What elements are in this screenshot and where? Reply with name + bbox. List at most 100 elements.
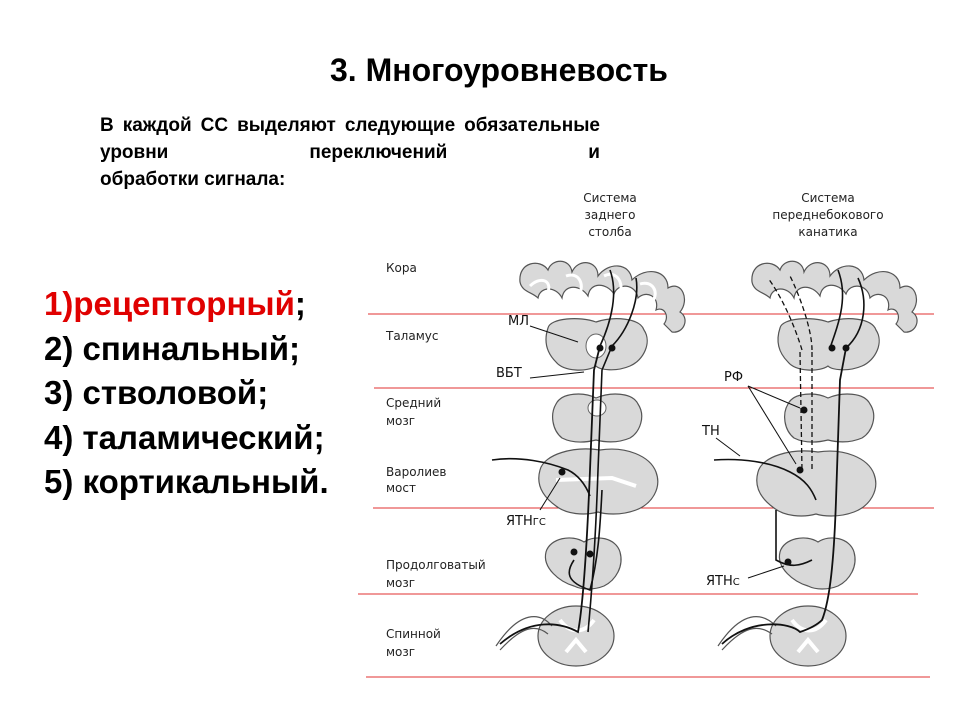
pathway-left-trigeminal [491,457,591,497]
level-item-4: 4) таламический; [44,416,329,461]
cortex-right-section [751,260,918,333]
pointer-ml [529,325,579,343]
pointer-tn [715,437,741,457]
label-midbrain: Средний мозг [386,395,441,429]
pathway-left-to-cortex [611,277,638,347]
pointer-rf-1 [747,385,801,409]
spinal-right-grey-matter [790,618,828,654]
tag-yatn-gs: ЯТНГС [506,514,546,529]
medulla-right-section [778,537,856,590]
system-right-line-2: переднебокового [772,208,884,222]
cortex-left-section [519,260,686,333]
level-item-5: 5) кортикальный. [44,460,329,505]
thalamus-left-core [585,333,607,359]
tag-ml: МЛ [508,314,529,329]
label-thalamus: Таламус [386,329,439,343]
spinal-right-ganglion [717,616,777,651]
levels-list: 1)рецепторный; 2) спинальный; 3) стволов… [44,282,329,505]
pointer-rf-2 [747,385,797,465]
level-1-number: 1) [44,285,74,322]
level-4-number: 4) [44,418,74,456]
label-pons: Варолиев мост [386,464,446,496]
tag-yatn-s: ЯТНС [706,574,740,589]
system-title-right: Система переднебокового канатика [758,190,898,241]
label-medulla-2: мозг [386,576,416,590]
midbrain-left-section [552,393,643,443]
tag-yatn-gs-main: ЯТН [506,514,533,529]
intro-line-2: обязательные уровни переключений и [100,115,600,163]
label-cortex: Кора [386,261,417,275]
level-3-number: 3) [44,374,74,411]
intro-line-3: обработки сигнала: [100,169,286,190]
level-item-2: 2) спинальный; [44,327,329,372]
label-pons-1: Варолиев [386,465,447,479]
neuron-left-medulla-2 [586,550,594,558]
pathway-right-dashed [767,275,813,351]
cortex-left-highlight [528,273,657,303]
neuron-left-thalamus-2 [608,344,616,352]
pathway-left-second [587,345,613,633]
system-right-line-1: Система [801,191,855,205]
pathway-left-medulla [568,489,603,592]
pointer-yatn-s [747,565,785,579]
intro-text: В каждой СС выделяют следующие обязатель… [100,112,600,193]
level-1-suffix: ; [294,285,306,322]
tag-vbt: ВБТ [496,366,522,381]
pathway-right-main [721,347,847,645]
system-left-line-1: Система [583,191,637,205]
pons-left-fibers [555,475,637,488]
midbrain-right-section [784,393,875,443]
pointer-yatn-gs [539,477,561,511]
neuron-left-pons [558,468,566,476]
neuron-left-thalamus-1 [596,344,604,352]
level-item-1: 1)рецепторный; [44,282,329,327]
label-medulla-1: Продолговатый [386,558,486,572]
neuron-right-pons [796,466,804,474]
level-item-3: 3) стволовой; [44,371,329,416]
level-2-text: спинальный; [82,329,301,367]
level-1-text: рецепторный [73,285,295,322]
system-title-left: Система заднего столба [560,190,660,241]
spinal-left-ganglion [495,616,553,651]
neuron-right-thalamus-2 [842,344,850,352]
system-left-line-2: заднего [584,208,636,222]
pathway-right-medulla [775,510,813,567]
tag-rf: РФ [724,370,744,385]
pathway-right-to-cortex-2 [829,269,844,349]
spinal-right-section [769,605,847,667]
pons-right-section [756,450,877,517]
system-right-line-3: канатика [798,225,858,239]
tag-yatn-gs-sub: ГС [532,517,546,528]
label-spinal-1: Спинной [386,627,441,641]
label-medulla: Продолговатый мозг [386,557,486,591]
pointer-vbt [529,371,585,379]
tag-yatn-s-main: ЯТН [706,574,733,589]
level-5-number: 5) [44,463,74,500]
pathway-right-to-cortex [845,277,865,349]
neuron-right-midbrain [800,406,808,414]
neuron-right-medulla [784,558,792,566]
pathway-right-trigeminal [713,458,817,501]
label-spinal-2: мозг [386,645,416,659]
level-3-text: стволовой; [82,374,269,411]
intro-line-1: В каждой СС выделяют следующие [100,115,456,136]
level-4-text: таламический; [82,418,325,456]
label-pons-2: мост [386,481,416,495]
system-left-line-3: столба [588,225,632,239]
slide-title: 3. Многоуровневость [330,52,668,88]
pathway-left-to-cortex-2 [599,269,615,347]
label-midbrain-2: мозг [386,414,416,428]
tag-tn: ТН [702,424,720,439]
medulla-left-section [544,537,622,590]
tag-yatn-s-sub: С [732,577,740,588]
label-spinal: Спинной мозг [386,626,441,660]
neuron-left-medulla-1 [570,548,578,556]
thalamus-right-section [777,318,880,371]
level-5-text: кортикальный. [82,463,329,500]
level-2-number: 2) [44,329,74,367]
neuron-right-thalamus-1 [828,344,836,352]
midbrain-left-aqueduct [587,399,607,417]
label-midbrain-1: Средний [386,396,442,410]
spinal-left-section [537,605,615,667]
